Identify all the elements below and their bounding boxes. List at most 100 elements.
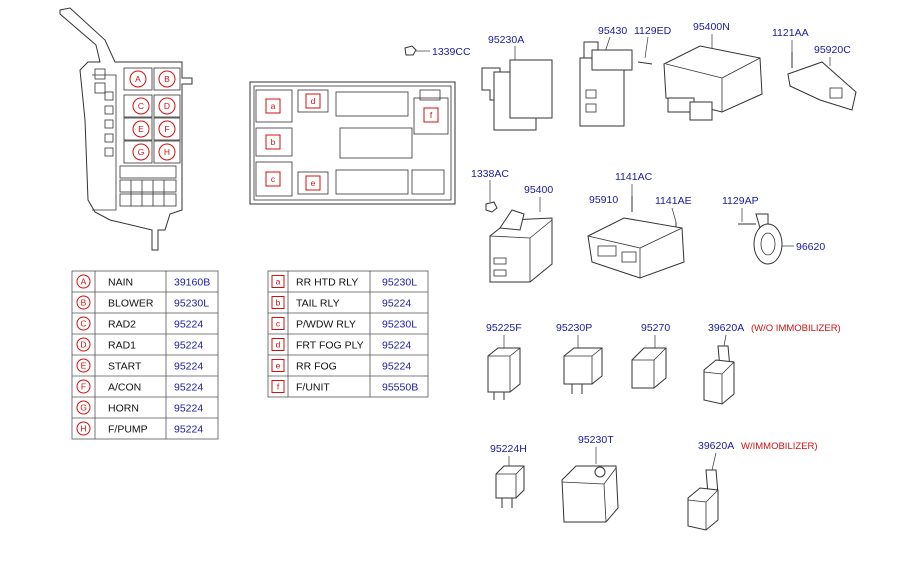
junction-marker-a-box [265, 98, 281, 114]
label-39620a-1: 39620A [708, 322, 744, 334]
row-marker-box [271, 317, 285, 330]
label-95920c: 95920C [814, 44, 851, 56]
row-part-number: 95224 [382, 340, 411, 352]
row-marker-box [271, 359, 285, 372]
row-name: A/CON [108, 382, 141, 394]
unit-95400n [663, 34, 763, 121]
relay-95224h [495, 456, 525, 508]
row-name: NAIN [108, 277, 133, 289]
fuse-marker-b-circle [158, 70, 176, 88]
label-95230t: 95230T [578, 434, 614, 446]
junction-marker-b-box [265, 134, 281, 150]
junction-marker-d-box [305, 93, 321, 109]
junction-marker-e: e [311, 178, 316, 188]
row-marker-circle [76, 316, 91, 331]
row-name: RAD1 [108, 340, 136, 352]
row-marker-box [271, 296, 285, 309]
row-marker-box [271, 338, 285, 351]
row-marker-circle [76, 295, 91, 310]
row-name: RAD2 [108, 319, 136, 331]
fuse-marker-d-circle [158, 97, 176, 115]
row-part-number: 95224 [174, 340, 203, 352]
row-marker-circle [76, 379, 91, 394]
row-marker-circle [76, 358, 91, 373]
row-name: START [108, 361, 142, 373]
row-marker-circle [76, 400, 91, 415]
row-part-number: 95224 [174, 403, 203, 415]
label-1141ae: 1141AE [655, 195, 692, 207]
row-part-number: 95230L [382, 319, 417, 331]
row-marker-box [271, 380, 285, 393]
fuse-marker-c-circle [132, 97, 150, 115]
row-marker-circle [76, 274, 91, 289]
relay-95225f [487, 335, 521, 400]
label-1141ac: 1141AC [615, 171, 653, 183]
row-part-number: 95224 [174, 361, 203, 373]
row-name: P/WDW RLY [296, 319, 356, 331]
label-95230a: 95230A [488, 34, 524, 46]
fuse-marker-c: C [138, 101, 144, 111]
control-unit-95910 [587, 184, 685, 279]
relay-95230p [563, 335, 603, 394]
row-name: FRT FOG PLY [296, 340, 364, 352]
row-part-number: 95224 [174, 382, 203, 394]
junction-marker-c-box [265, 171, 281, 187]
nut-1338ac [485, 180, 498, 213]
row-part-number: 95224 [174, 319, 203, 331]
row-part-number: 95550B [382, 382, 418, 394]
row-name: RR FOG [296, 361, 337, 373]
label-95270: 95270 [641, 322, 670, 334]
label-95225f: 95225F [486, 322, 522, 334]
row-marker-letter: A [81, 277, 87, 287]
label-95430: 95430 [598, 25, 627, 37]
row-name: HORN [108, 403, 139, 415]
relay-95270 [631, 335, 667, 389]
row-marker-letter: G [80, 403, 87, 413]
label-95400n: 95400N [693, 21, 730, 33]
row-part-number: 95230L [382, 277, 417, 289]
row-marker-letter: H [80, 424, 86, 434]
relay-95230a [481, 46, 553, 131]
junction-marker-f: f [430, 110, 433, 120]
label-95230p: 95230P [556, 322, 592, 334]
fuse-marker-f: F [164, 124, 169, 134]
relay-95230t [561, 447, 619, 523]
fuse-marker-a: A [135, 74, 141, 84]
fuse-marker-d: D [164, 101, 170, 111]
fuse-marker-f-circle [158, 120, 176, 138]
label-1339cc: 1339CC [432, 46, 471, 58]
label-95910: 95910 [589, 194, 618, 206]
row-part-number: 95224 [382, 361, 411, 373]
row-name: RR HTD RLY [296, 277, 358, 289]
label-1129ap: 1129AP [722, 195, 759, 207]
row-marker-letter: C [80, 319, 86, 329]
row-marker-circle [76, 421, 91, 436]
row-part-number: 95224 [174, 424, 203, 436]
row-part-number: 95224 [382, 298, 411, 310]
fuse-marker-e-circle [132, 120, 150, 138]
label-1129ed: 1129ED [634, 25, 672, 37]
junction-marker-d: d [311, 96, 316, 106]
engine-fuse-box: A B C D E F G H [59, 7, 193, 251]
label-95400: 95400 [524, 184, 553, 196]
label-1338ac: 1338AC [471, 168, 509, 180]
row-name: BLOWER [108, 298, 154, 310]
row-name: TAIL RLY [296, 298, 340, 310]
junction-marker-e-box [305, 175, 321, 191]
nut-1339cc [404, 45, 430, 56]
label-1121aa: 1121AA [772, 27, 809, 39]
fuse-marker-a-circle [129, 70, 147, 88]
fuse-marker-b: B [164, 74, 170, 84]
row-marker-letter: D [80, 340, 86, 350]
label-96620: 96620 [796, 241, 825, 253]
fuse-marker-h: H [164, 147, 170, 157]
sensor-95920c [787, 40, 857, 111]
row-part-number: 39160B [174, 277, 210, 289]
junction-box: a b c d e f [249, 81, 456, 205]
row-marker-letter: c [276, 319, 281, 329]
row-marker-letter: b [276, 298, 281, 308]
row-marker-letter: F [81, 382, 86, 392]
note-w-immobilizer: W/IMMOBILIZER) [741, 441, 818, 452]
